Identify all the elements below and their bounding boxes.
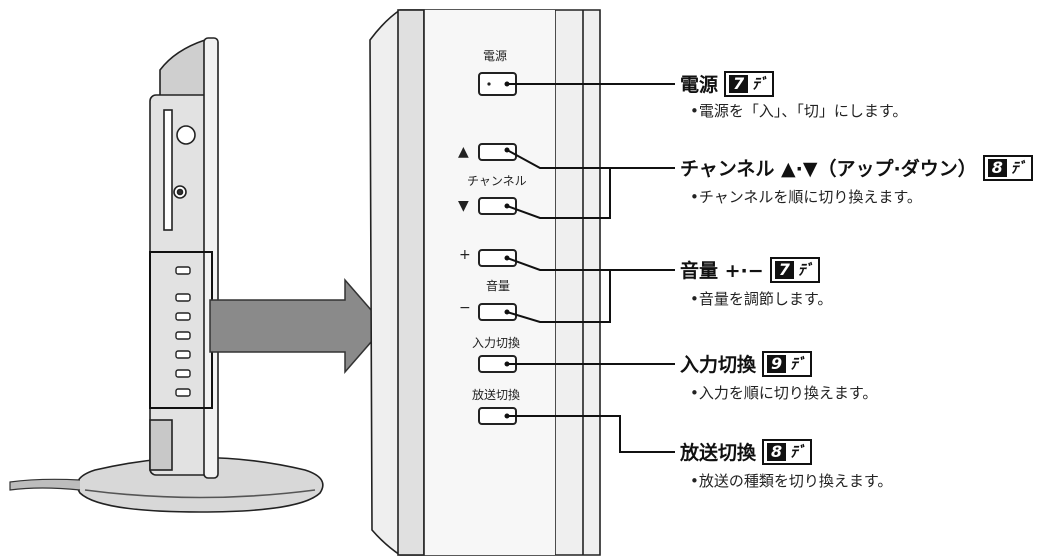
panel-symbol-plus: + xyxy=(459,247,471,263)
page-suffix: ﾃﾞ xyxy=(797,261,813,279)
callout-title: 音量 +·− xyxy=(680,260,764,282)
page-suffix: ﾃﾞ xyxy=(1010,159,1026,177)
panel-label-power: 電源 xyxy=(483,49,508,63)
panel-label-channel: チャンネル xyxy=(467,174,527,188)
page-number: 7 xyxy=(774,260,794,279)
callout-volume-desc: •音量を調節します。 xyxy=(690,290,833,308)
slot-button xyxy=(176,125,196,145)
callout-title: 電源 xyxy=(680,74,719,96)
page-suffix: ﾃﾞ xyxy=(752,75,768,93)
enlarged-panel xyxy=(369,9,601,556)
panel-label-broadcast: 放送切換 xyxy=(472,388,521,402)
callout-input-desc: •入力を順に切り換えます。 xyxy=(690,384,878,402)
volume-up-button xyxy=(478,249,517,267)
page-number: 8 xyxy=(767,442,787,461)
page-suffix: ﾃﾞ xyxy=(790,355,806,373)
callout-channel-desc: •チャンネルを順に切り換えます。 xyxy=(690,188,922,206)
page-suffix: ﾃﾞ xyxy=(790,443,806,461)
power-cable xyxy=(9,478,81,491)
leader-volume xyxy=(506,257,675,271)
tv-side-panel xyxy=(149,94,211,476)
page-number: 8 xyxy=(987,158,1007,177)
volume-down-button xyxy=(478,303,517,321)
zoom-arrow xyxy=(209,277,386,375)
page-number: 7 xyxy=(729,74,749,93)
channel-down-button xyxy=(478,197,517,215)
callout-broadcast-desc: •放送の種類を切り換えます。 xyxy=(690,472,893,490)
leader-lines xyxy=(506,83,675,453)
callout-title: 放送切換 xyxy=(680,442,757,464)
stand-base xyxy=(76,456,324,513)
panel-label-input: 入力切換 xyxy=(472,336,521,350)
panel-symbol-up: ▲ xyxy=(458,144,469,160)
callout-title: 入力切換 xyxy=(680,354,757,376)
panel-symbol-minus: − xyxy=(459,300,471,316)
stand-neck xyxy=(149,419,173,471)
page-number: 9 xyxy=(767,354,787,373)
side-buttons xyxy=(175,266,191,397)
callout-title: チャンネル ▲·▼（アップ·ダウン） xyxy=(680,158,977,180)
callout-power-desc: •電源を「入」、「切」にします。 xyxy=(690,102,908,120)
leader-broadcast xyxy=(507,415,675,453)
panel-label-volume: 音量 xyxy=(486,279,511,293)
tv-side-view xyxy=(9,37,324,513)
panel-symbol-down: ▼ xyxy=(458,198,469,214)
card-slot xyxy=(163,109,173,231)
leader-channel-down xyxy=(506,168,611,219)
leader-channel xyxy=(506,149,675,169)
leader-volume-down xyxy=(506,270,611,323)
